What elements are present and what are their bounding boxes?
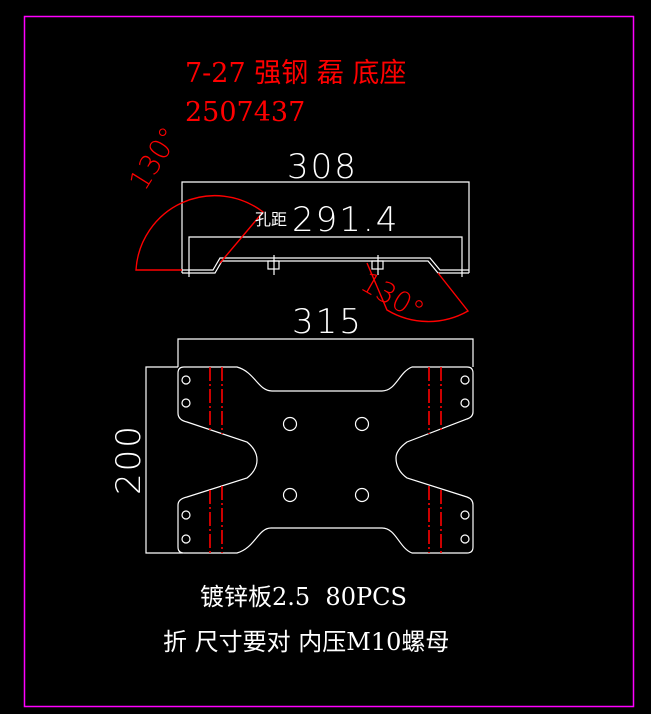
bent-profile-outer	[182, 260, 469, 274]
plate-outline	[177, 366, 474, 554]
dim-308-line	[181, 181, 470, 273]
title-line-1: 7-27 强钢 磊 底座	[185, 58, 407, 89]
hole-spacing-label: 孔距	[255, 210, 288, 229]
note-line-2: 折 尺寸要对 内压M10螺母	[163, 628, 450, 656]
drawing-border	[23, 15, 635, 708]
mount-holes-small	[181, 375, 470, 544]
angle-arc-right	[366, 262, 470, 323]
top-view	[145, 338, 474, 554]
dim-308-text: 308	[287, 147, 358, 187]
dim-291-line	[188, 236, 463, 277]
title-line-2: 2507437	[185, 97, 306, 128]
angle-arc-left	[135, 194, 265, 271]
dim-315-line	[177, 338, 474, 367]
m10-nut-holes	[282, 416, 370, 503]
bend-lines	[209, 367, 442, 553]
side-view	[135, 181, 470, 323]
hole-spacing-value: 291.4	[292, 200, 400, 240]
dim-315-text: 315	[292, 302, 363, 342]
note-line-1: 镀锌板2.5 80PCS	[200, 583, 407, 611]
dim-200-line	[145, 366, 183, 554]
bent-profile-inner	[182, 257, 469, 271]
dim-200-text: 200	[109, 424, 149, 495]
